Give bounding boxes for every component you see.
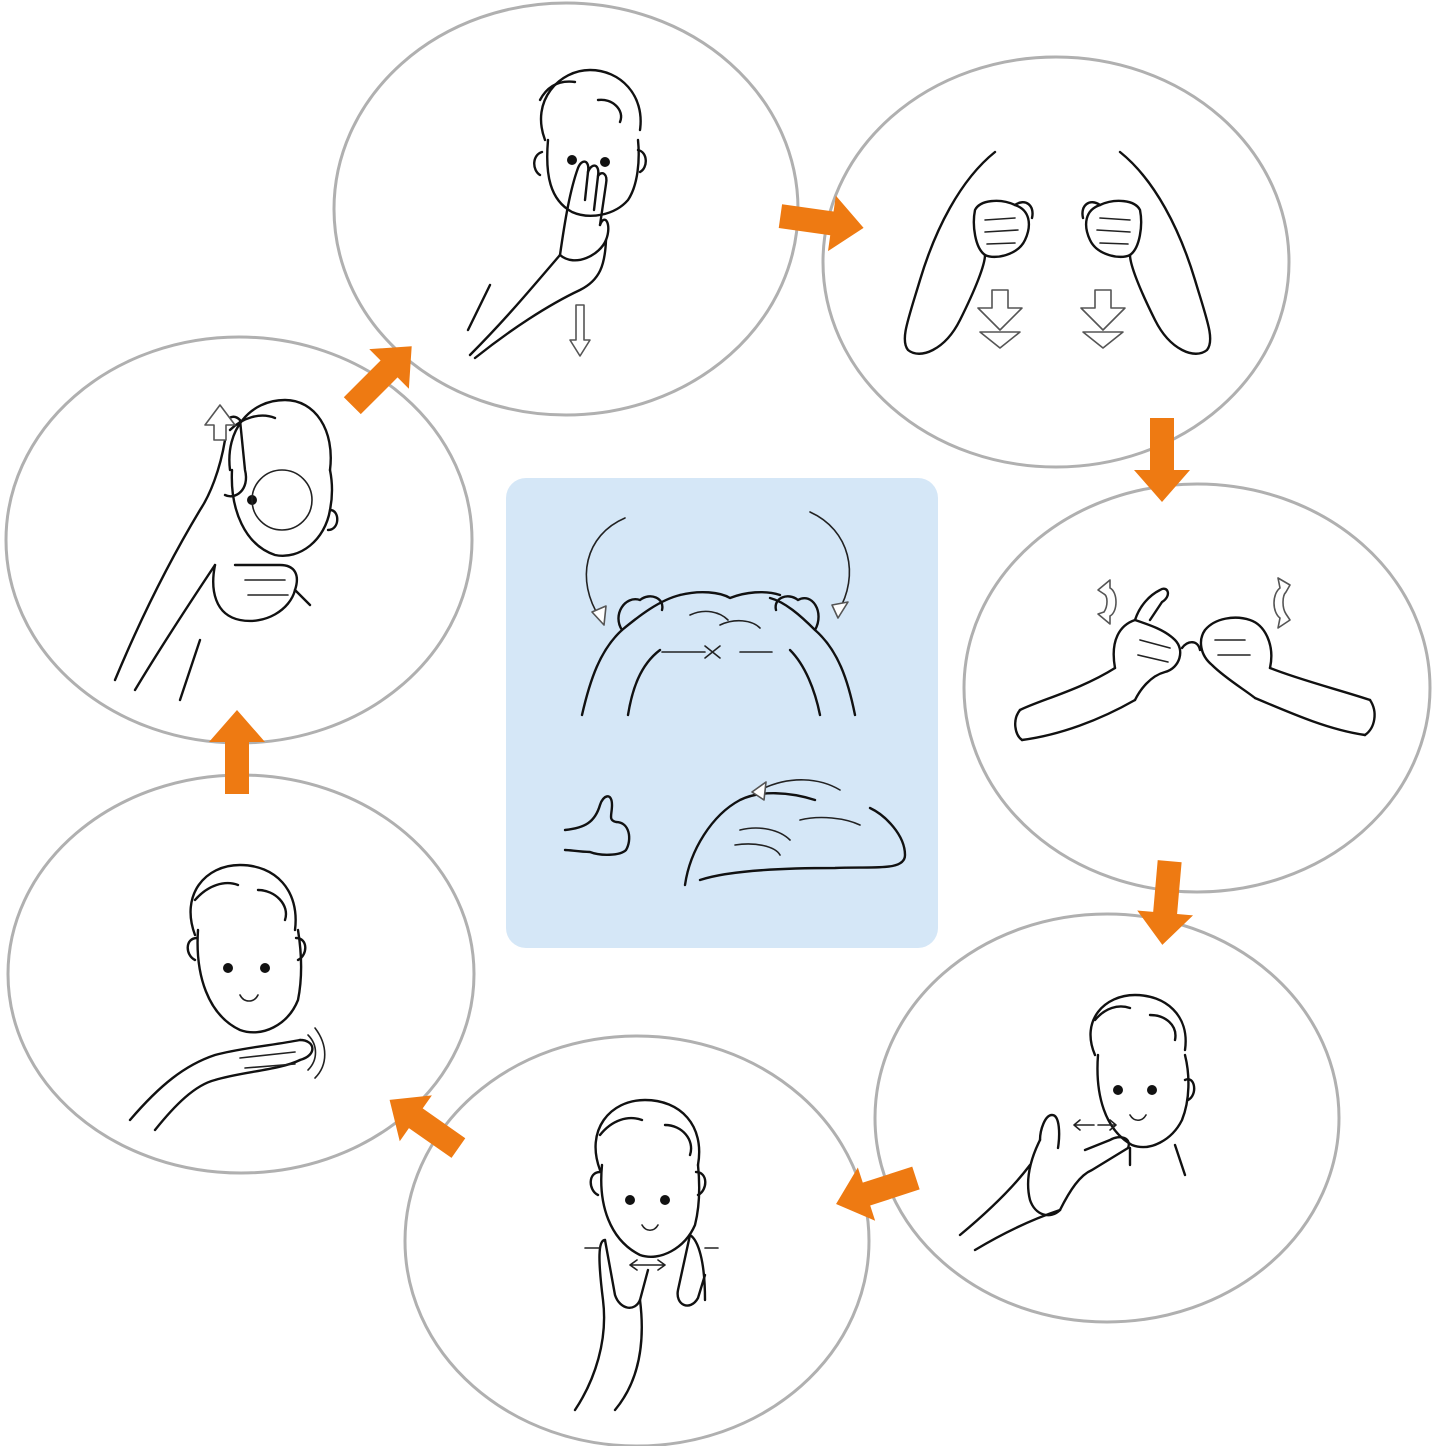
step-3: [964, 484, 1430, 892]
step-2: [823, 57, 1289, 467]
center-panel: [506, 478, 938, 948]
step-5: [405, 1036, 869, 1446]
step-4: [875, 914, 1339, 1322]
step-7: [6, 337, 472, 743]
